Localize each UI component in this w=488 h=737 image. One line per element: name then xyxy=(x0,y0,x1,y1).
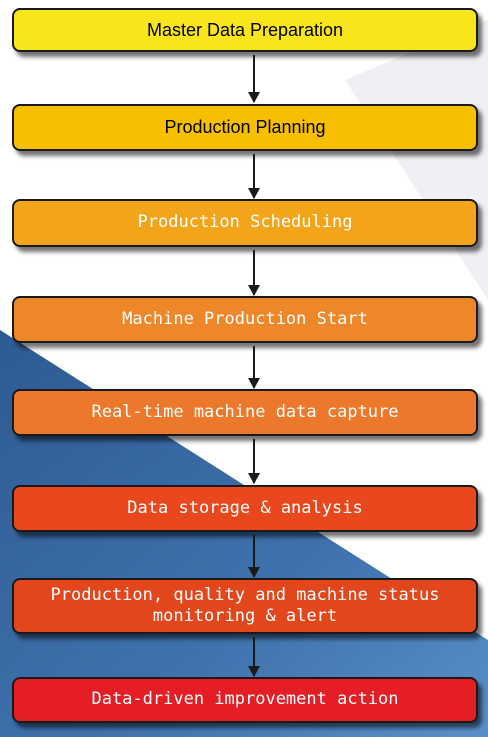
step-label: Data storage & analysis xyxy=(127,497,363,518)
step-label: Machine Production Start xyxy=(122,308,368,329)
step-label: Production, quality and machine status m… xyxy=(50,584,440,626)
step-label: Production Scheduling xyxy=(137,212,353,233)
grey-background-shape xyxy=(345,20,488,300)
step-machine-production-start: Machine Production Start xyxy=(12,296,478,343)
step-label: Master Data Preparation xyxy=(146,19,344,40)
step-data-driven-improvement-action: Data-driven improvement action xyxy=(12,677,478,723)
step-production-planning: Production Planning xyxy=(12,104,478,151)
step-label: Data-driven improvement action xyxy=(91,689,399,710)
arrow-5 xyxy=(248,439,260,484)
arrow-6 xyxy=(248,535,260,578)
step-label: Real-time machine data capture xyxy=(91,401,399,422)
arrow-7 xyxy=(248,637,260,677)
step-label: Production Planning xyxy=(164,117,326,138)
arrow-3 xyxy=(248,250,260,296)
step-data-storage-analysis: Data storage & analysis xyxy=(12,485,478,532)
step-master-data-preparation: Master Data Preparation xyxy=(12,8,478,52)
step-production-scheduling: Production Scheduling xyxy=(12,199,478,247)
step-real-time-machine-data-capture: Real-time machine data capture xyxy=(12,389,478,436)
arrow-4 xyxy=(248,346,260,389)
arrow-2 xyxy=(248,154,260,199)
arrow-1 xyxy=(248,55,260,103)
step-monitoring-alert: Production, quality and machine status m… xyxy=(12,578,478,634)
